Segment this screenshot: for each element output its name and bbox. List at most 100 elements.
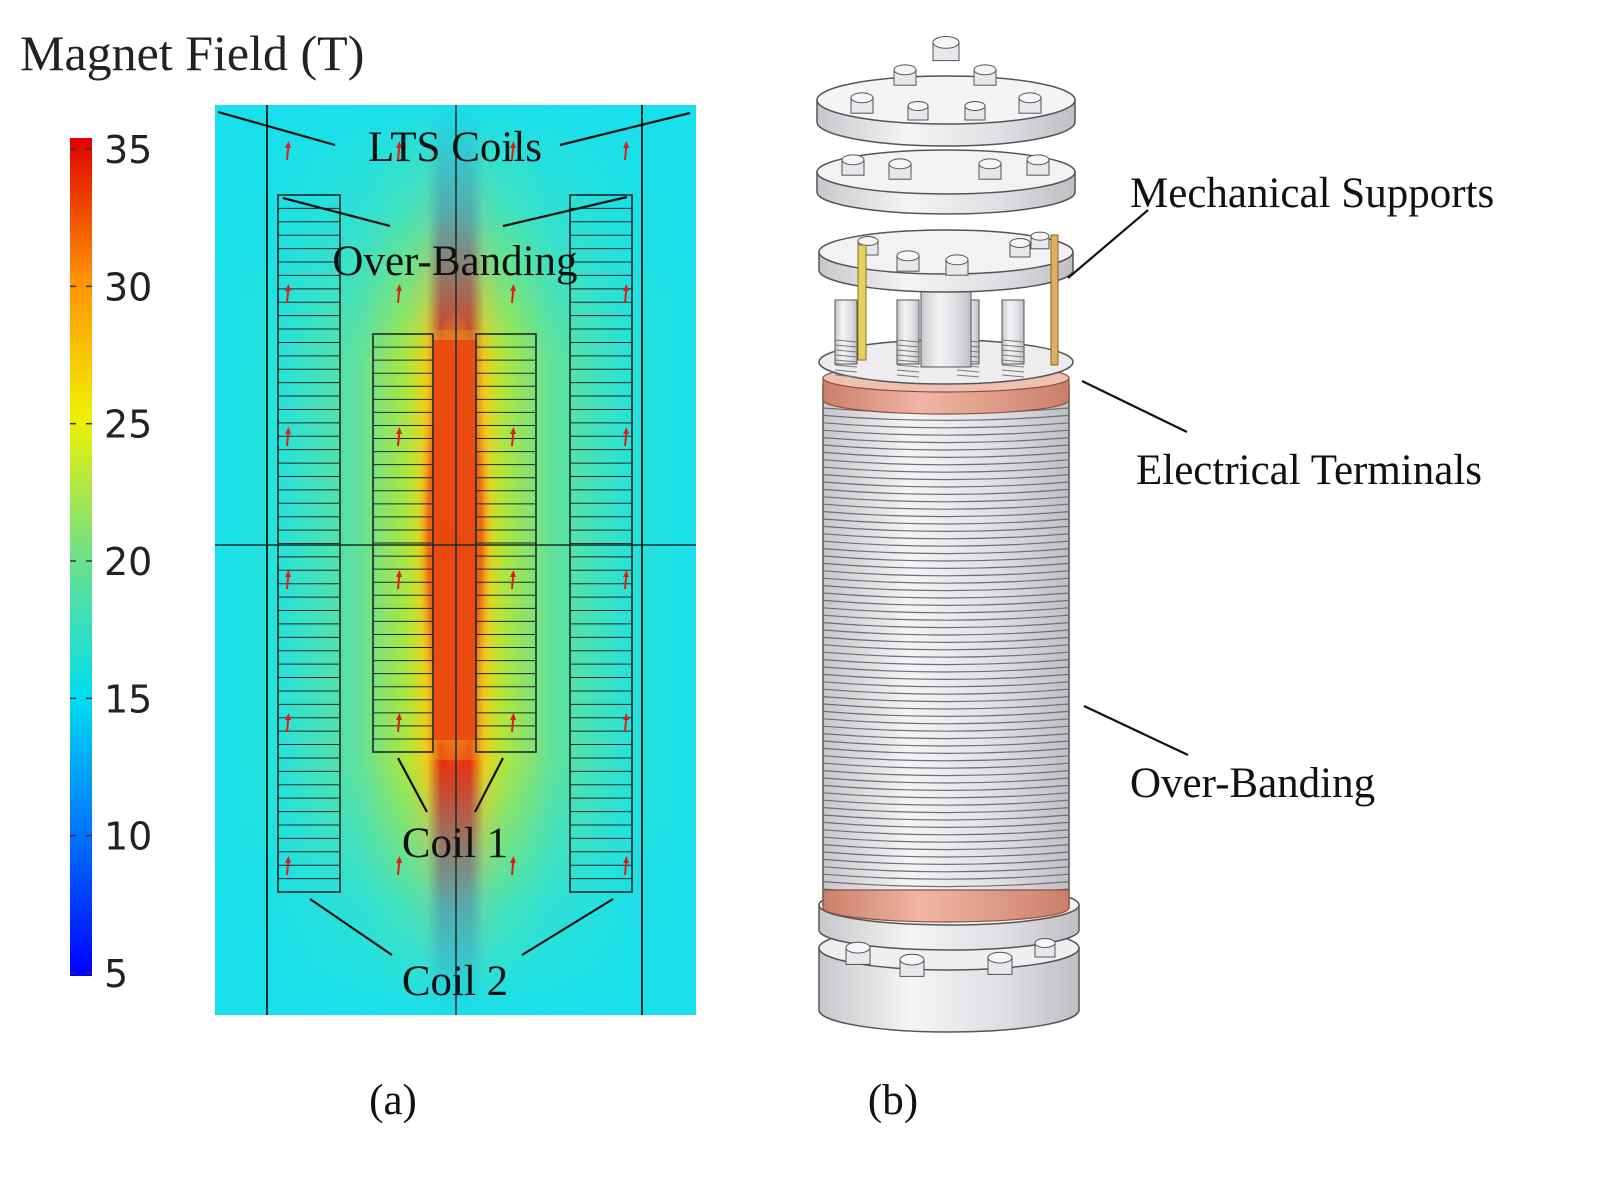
spring-coil — [896, 369, 920, 373]
winding-line — [822, 474, 1070, 481]
winding-line — [822, 659, 1070, 666]
terminal-lead — [857, 244, 867, 361]
colorbar-tick-label: 5 — [104, 952, 128, 996]
colorbar-tick-label: 35 — [104, 128, 152, 172]
winding-line — [822, 673, 1070, 680]
spring-coil — [896, 374, 920, 378]
winding-line — [822, 555, 1070, 562]
field-arrow-head — [285, 427, 291, 434]
leader-mechanical-supports — [1067, 209, 1149, 279]
winding-line — [822, 636, 1070, 643]
winding-line — [822, 836, 1070, 843]
support-posts — [834, 261, 1025, 378]
winding-line — [822, 777, 1070, 784]
field-arrow-head — [510, 856, 516, 863]
winding-line — [822, 577, 1070, 584]
winding-line — [822, 696, 1070, 703]
spring-coil — [1001, 349, 1025, 353]
leader-over-banding-b — [1083, 705, 1189, 756]
spring-coil — [834, 359, 858, 363]
label-lts-coils: LTS Coils — [368, 124, 542, 171]
bolt-top — [1030, 231, 1050, 241]
winding-line — [822, 688, 1070, 695]
winding-line — [822, 881, 1070, 888]
field-arrow-head — [623, 570, 629, 577]
field-arrow-head — [510, 141, 516, 148]
spring-coil — [834, 374, 858, 378]
field-arrow-head — [396, 427, 402, 434]
spring-coil — [834, 339, 858, 343]
bolt-top — [1009, 238, 1031, 248]
winding-line — [822, 644, 1070, 651]
winding-line — [822, 459, 1070, 466]
spring-coil — [834, 364, 858, 368]
spring-coil — [1001, 359, 1025, 363]
label-over-banding-b: Over-Banding — [1130, 760, 1375, 807]
bolt-top — [899, 953, 925, 966]
winding-line — [822, 599, 1070, 606]
winding-line — [822, 585, 1070, 592]
winding-line — [822, 710, 1070, 717]
spring-coil — [834, 369, 858, 373]
field-arrow-head — [396, 856, 402, 863]
bolt-top — [987, 951, 1013, 964]
bolt-top — [888, 158, 912, 170]
winding-line — [822, 422, 1070, 429]
winding-line — [822, 844, 1070, 851]
label-mechanical-supports: Mechanical Supports — [1130, 170, 1494, 217]
winding-line — [822, 725, 1070, 732]
label-coil-2: Coil 2 — [402, 958, 508, 1005]
field-arrow-head — [285, 284, 291, 291]
bolt-top — [932, 36, 960, 49]
leader-coil2-left — [309, 898, 393, 956]
winding-line — [822, 718, 1070, 725]
bottom-flange — [818, 947, 1080, 1033]
caption-b: (b) — [868, 1077, 918, 1124]
field-arrow-head — [623, 141, 629, 148]
winding-line — [822, 747, 1070, 754]
winding-line — [822, 614, 1070, 621]
winding-line — [822, 629, 1070, 636]
colorbar-title: Magnet Field (T) — [20, 25, 364, 81]
spring-coil — [956, 369, 980, 373]
spring-coil — [1001, 374, 1025, 378]
winding-line — [822, 733, 1070, 740]
winding-line — [822, 762, 1070, 769]
winding-line — [822, 703, 1070, 710]
spring-coil — [1001, 354, 1025, 358]
bolt-top — [1026, 154, 1050, 166]
winding-line — [822, 799, 1070, 806]
winding-line — [822, 784, 1070, 791]
panel-b-leaders — [1067, 209, 1189, 756]
spring-coil — [1001, 339, 1025, 343]
spring-coil — [896, 364, 920, 368]
winding-line — [822, 866, 1070, 873]
leader-coil2-right — [521, 898, 614, 956]
bolt-top — [841, 154, 865, 166]
field-arrows — [285, 141, 629, 876]
leader-ob-left — [282, 196, 391, 228]
copper-band-bottom — [822, 889, 1070, 923]
leader-ob-right — [502, 195, 628, 228]
coil-blocks — [277, 194, 633, 893]
winding-line — [822, 770, 1070, 777]
spring-coil — [896, 359, 920, 363]
support-post — [1001, 299, 1025, 365]
winding-line — [822, 414, 1070, 421]
panel-a-leaders — [217, 110, 691, 956]
winding-line — [822, 755, 1070, 762]
field-arrow-head — [285, 713, 291, 720]
field-arrow-head — [396, 284, 402, 291]
field-arrow-head — [623, 856, 629, 863]
bolt-top — [1034, 938, 1056, 948]
winding-line — [822, 622, 1070, 629]
field-core — [434, 340, 476, 740]
winding-line — [822, 740, 1070, 747]
winding-line — [822, 651, 1070, 658]
spring-coil — [1001, 369, 1025, 373]
field-arrow-head — [396, 141, 402, 148]
spring-coil — [896, 339, 920, 343]
